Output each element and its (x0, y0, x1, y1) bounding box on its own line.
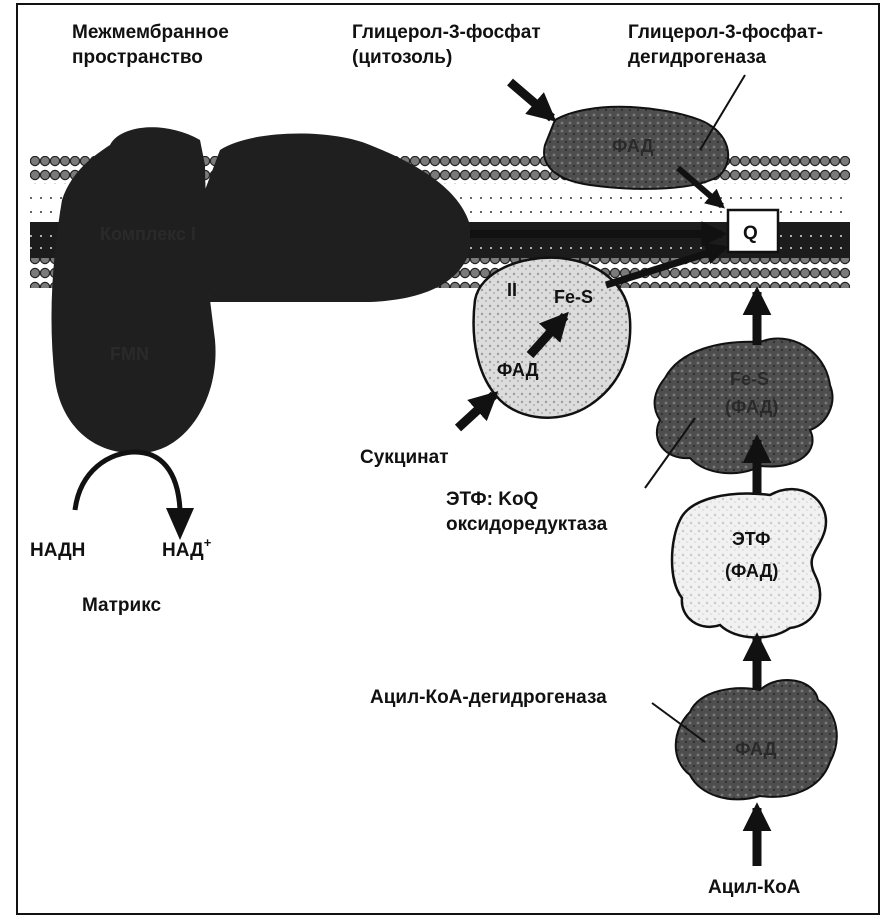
complex-ii-fad-label: ФАД (497, 360, 539, 380)
arrow-succinate-in (458, 395, 494, 428)
succinate-label: Сукцинат (360, 447, 449, 468)
etfqo-label-2: оксидоредуктаза (446, 514, 608, 535)
nad-superscript: + (204, 535, 212, 550)
etf: ЭТФ (ФАД) (672, 489, 826, 637)
etf-label: ЭТФ (732, 529, 770, 549)
nad-label: НАД+ (162, 535, 212, 561)
complex-i-label: Комплекс I (100, 224, 196, 244)
etf-qo-oxidoreductase: Fe-S (ФАД) (655, 339, 833, 474)
complex-ii-label: II (507, 280, 517, 300)
g3pdh-fad-label: ФАД (612, 136, 654, 156)
glycerol3p-label-2: (цитозоль) (352, 47, 452, 68)
arrow-nadh-to-nad (75, 452, 180, 510)
etfqo-label-1: ЭТФ: KoQ (446, 489, 538, 510)
intermembrane-label-2: пространство (72, 47, 203, 68)
arrow-nadh-to-nad-head (166, 508, 194, 540)
complex-i-fmn-label: FMN (110, 344, 149, 364)
nad-label-text: НАД (162, 540, 204, 561)
intermembrane-label-1: Межмембранное (72, 22, 229, 43)
arrow-g3p-in (510, 82, 552, 118)
matrix-label: Матрикс (82, 595, 161, 616)
q-label: Q (743, 223, 758, 244)
acyl-dh-fad-label: ФАД (735, 739, 777, 759)
etf-fad-label: (ФАД) (725, 561, 778, 581)
ubiquinone-q: Q (728, 210, 778, 252)
g3pdh-label-2: дегидрогеназа (628, 47, 766, 68)
nadh-label: НАДН (30, 540, 85, 561)
etfqo-fes-label: Fe-S (730, 369, 769, 389)
complex-ii-fes-label: Fe-S (554, 287, 593, 307)
complex-i: Комплекс I FMN (51, 127, 470, 453)
etfqo-fad-label: (ФАД) (725, 397, 778, 417)
glycerol3p-label-1: Глицерол-3-фосфат (352, 22, 541, 43)
g3pdh-label-1: Глицерол-3-фосфат- (628, 22, 823, 43)
acyl-coa-dehydrogenase: ФАД (676, 680, 837, 799)
acyl-coa-label: Ацил-КоА (708, 877, 801, 898)
acyl-dh-label: Ацил-КоА-дегидрогеназа (370, 687, 607, 708)
